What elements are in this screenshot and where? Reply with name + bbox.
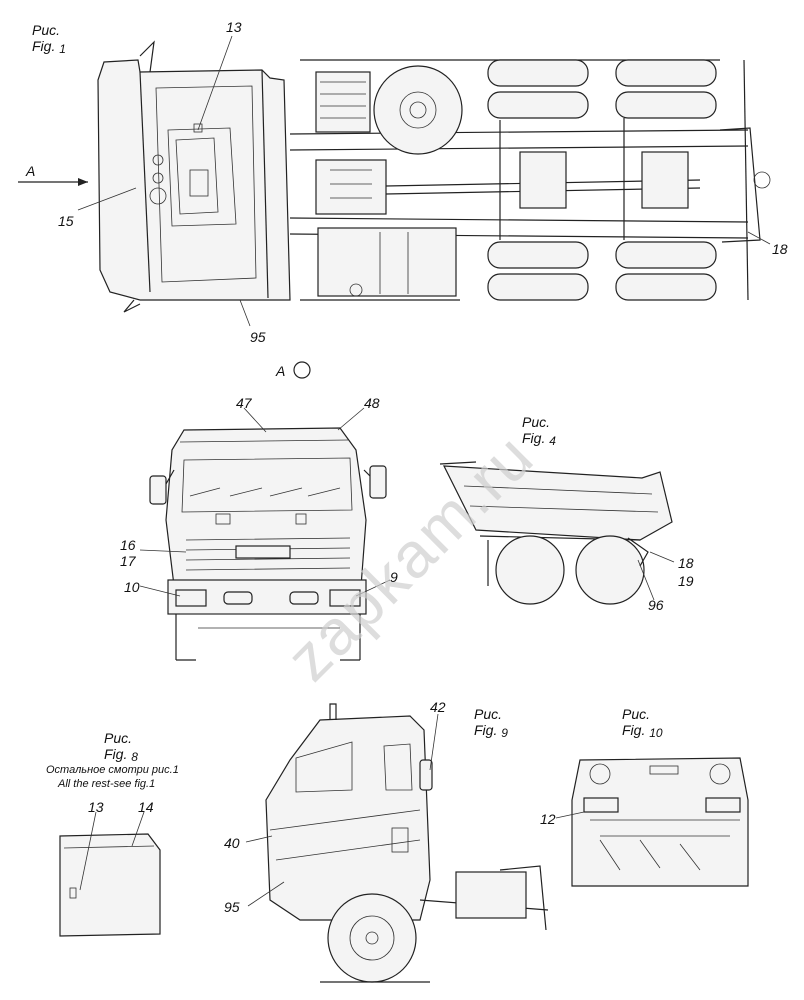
callout-16: 16	[120, 537, 136, 553]
fig10-number: 10	[649, 726, 663, 741]
callout-13: 13	[226, 19, 242, 35]
callout-12: 12	[540, 811, 556, 827]
fig1-caption-en: Fig.	[32, 38, 56, 55]
fig8-note: Остальное смотри рис.1 All the rest-see …	[46, 764, 179, 792]
fig9-number: 9	[501, 726, 508, 741]
callout-9: 9	[390, 569, 398, 585]
callout-47: 47	[236, 395, 252, 411]
callout-19: 19	[678, 573, 694, 589]
fig4-caption-en: Fig.	[522, 430, 546, 447]
fig10-front-detail	[555, 757, 749, 887]
callout-95: 95	[250, 329, 266, 345]
fig10-caption: Рис. Fig. 10	[622, 706, 663, 741]
callout-13-fig8: 13	[88, 799, 104, 815]
fig1-number: 1	[59, 42, 66, 57]
fig4-caption-ru: Рис.	[522, 414, 551, 430]
fig8-caption-ru: Рис.	[104, 730, 133, 746]
callout-15: 15	[58, 213, 74, 229]
fig8-cab-detail	[59, 811, 161, 937]
fig1-top-view	[18, 35, 771, 327]
arrow-a-label: А	[26, 163, 36, 179]
callout-18-fig4: 18	[678, 555, 694, 571]
fig4-caption: Рис. Fig. 4	[522, 414, 556, 449]
fig4-number: 4	[549, 434, 556, 449]
callout-17: 17	[120, 553, 136, 569]
fig1-caption: Рис. Fig. 1	[32, 22, 66, 57]
fig4-dump-body	[439, 461, 675, 605]
fig8-caption-en: Fig.	[104, 746, 128, 763]
fig9-caption: Рис. Fig. 9	[474, 706, 508, 741]
callout-48: 48	[364, 395, 380, 411]
fig10-caption-en: Fig.	[622, 722, 646, 739]
front-view	[139, 407, 391, 661]
fig8-note-en: All the rest-see fig.1	[58, 777, 156, 790]
fig9-caption-ru: Рис.	[474, 706, 503, 722]
callout-40: 40	[224, 835, 240, 851]
callout-14: 14	[138, 799, 154, 815]
fig9-side-view	[245, 703, 549, 983]
callout-42: 42	[430, 699, 446, 715]
callout-10: 10	[124, 579, 140, 595]
callout-95-fig9: 95	[224, 899, 240, 915]
view-a-label: А	[276, 363, 286, 379]
fig1-caption-ru: Рис.	[32, 22, 61, 38]
callout-96: 96	[648, 597, 664, 613]
callout-18: 18	[772, 241, 788, 257]
fig8-note-ru: Остальное смотри рис.1	[46, 764, 179, 776]
fig10-caption-ru: Рис.	[622, 706, 651, 722]
fig9-caption-en: Fig.	[474, 722, 498, 739]
fig8-number: 8	[131, 750, 138, 765]
fig8-caption: Рис. Fig. 8	[104, 730, 138, 765]
